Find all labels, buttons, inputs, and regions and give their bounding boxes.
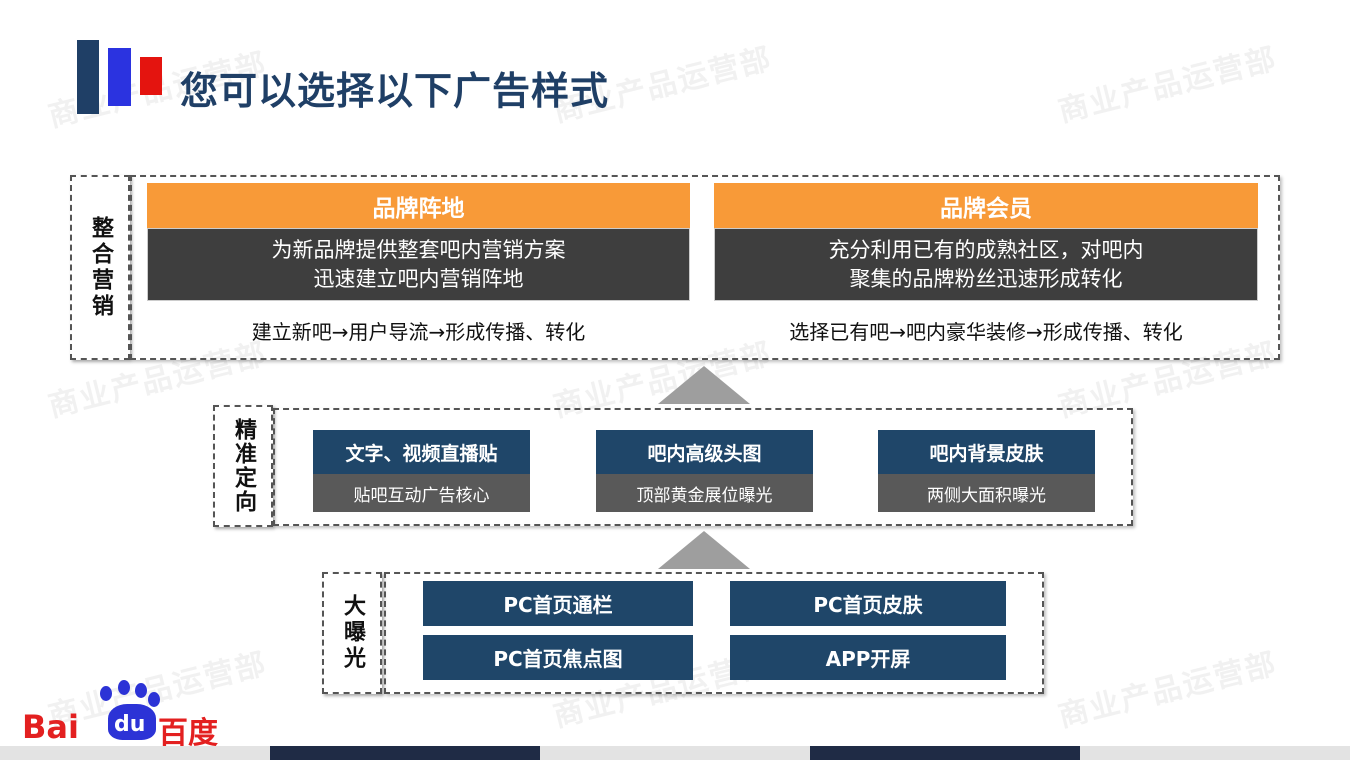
brand-card-body: 充分利用已有的成熟社区，对吧内 聚集的品牌粉丝迅速形成转化 — [714, 228, 1258, 301]
paw-icon — [118, 680, 130, 695]
header-accent-bar — [77, 40, 99, 114]
brand-card-body: 为新品牌提供整套吧内营销方案 迅速建立吧内营销阵地 — [147, 228, 690, 301]
exposure-label: 大曝光 — [322, 572, 382, 694]
footer-strip — [270, 746, 540, 760]
targeting-section — [273, 408, 1133, 526]
targeting-item-title: 吧内背景皮肤 — [878, 430, 1095, 474]
targeting-item-title: 文字、视频直播贴 — [313, 430, 530, 474]
header-accent-bar — [108, 48, 131, 106]
page-title: 您可以选择以下广告样式 — [180, 69, 610, 113]
footer-strip — [1080, 746, 1350, 760]
watermark: 商业产品运营部 — [1054, 41, 1281, 130]
targeting-item-sub: 顶部黄金展位曝光 — [596, 474, 813, 512]
brand-card-title: 品牌会员 — [714, 183, 1258, 228]
header-accent-bar — [140, 57, 162, 95]
up-arrow-icon — [658, 366, 750, 404]
footer-strip — [540, 746, 810, 760]
brand-card-title: 品牌阵地 — [147, 183, 690, 228]
up-arrow-icon — [658, 531, 750, 569]
footer-strip — [810, 746, 1080, 760]
baidu-logo: Bai du 百度 — [22, 680, 222, 751]
exposure-section — [384, 572, 1044, 694]
brand-card-flow: 建立新吧→用户导流→形成传播、转化 — [251, 320, 586, 344]
paw-icon — [148, 692, 160, 707]
exposure-item: PC首页焦点图 — [423, 635, 693, 680]
targeting-item-title: 吧内高级头图 — [596, 430, 813, 474]
targeting-label: 精准定向 — [213, 405, 273, 527]
integrated-label: 整合营销 — [70, 175, 130, 360]
exposure-item: APP开屏 — [730, 635, 1006, 680]
paw-icon — [100, 686, 112, 701]
brand-card-flow: 选择已有吧→吧内豪华装修→形成传播、转化 — [789, 320, 1183, 344]
targeting-item-sub: 两侧大面积曝光 — [878, 474, 1095, 512]
exposure-item: PC首页通栏 — [423, 581, 693, 626]
footer-strip — [0, 746, 270, 760]
targeting-item-sub: 贴吧互动广告核心 — [313, 474, 530, 512]
watermark: 商业产品运营部 — [1054, 646, 1281, 735]
paw-icon — [135, 683, 147, 698]
paw-icon — [108, 704, 156, 740]
exposure-item: PC首页皮肤 — [730, 581, 1006, 626]
integrated-section — [130, 175, 1280, 360]
